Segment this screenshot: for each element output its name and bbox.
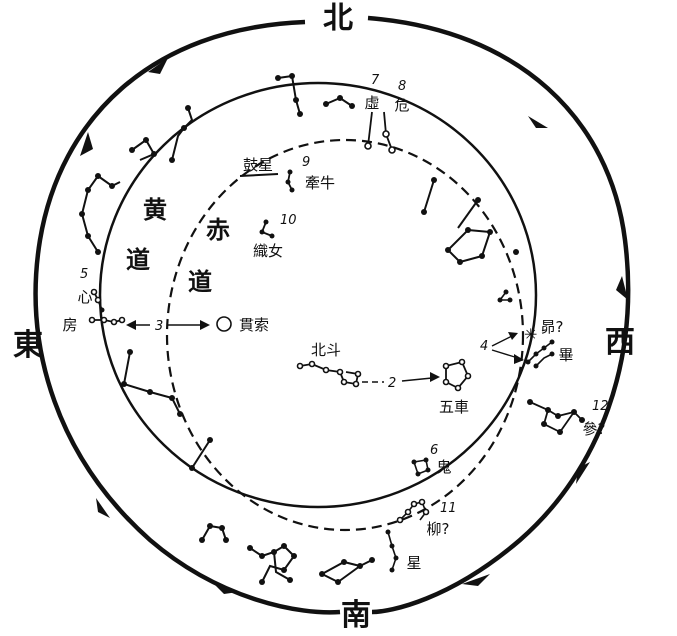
constellation-qianniu [285, 169, 295, 193]
outer-rotation-ring [33, 15, 631, 615]
number-5: 5 [80, 267, 88, 282]
rotation-arrow-icon [80, 58, 628, 594]
constellation-xin [90, 288, 105, 313]
label-guansuo: 貫索 [239, 316, 269, 334]
constellation-wuche [442, 358, 472, 392]
number-6: 6 [430, 443, 438, 458]
constellation-gui [411, 457, 431, 477]
number-8: 8 [398, 79, 406, 94]
label-shen: 參? [583, 420, 606, 438]
number-2: 2 [388, 376, 396, 391]
ecliptic-circle [98, 81, 538, 509]
label-gui: 鬼 [436, 458, 451, 476]
label-mao: 昴? [541, 318, 564, 336]
svg-text:✳: ✳ [524, 325, 537, 344]
constellation-guansuo [216, 316, 232, 332]
constellation-beidou [296, 360, 362, 388]
direction-south: 南 [341, 598, 371, 633]
ecliptic-label-1: 黄 [143, 196, 167, 224]
constellation-upper-left [79, 105, 194, 255]
label-hegu: 鼓星 [243, 156, 273, 174]
label-wuche: 五車 [439, 398, 469, 416]
constellation-fang [88, 316, 126, 326]
direction-west: 西 [605, 325, 635, 360]
label-xu: 虛 [364, 94, 379, 112]
label-liu: 柳? [427, 520, 450, 538]
number-10: 10 [280, 213, 297, 228]
label-xing: 星 [406, 554, 421, 572]
number-12: 12 [592, 399, 609, 414]
number-11: 11 [440, 501, 457, 516]
label-xin: 心 [77, 288, 92, 306]
label-beidou: 北斗 [311, 341, 341, 359]
constellation-liu [396, 498, 430, 524]
number-7: 7 [371, 73, 380, 88]
label-bi: 畢 [558, 346, 573, 364]
label-qianniu: 牽牛 [305, 174, 335, 192]
constellation-mao: ✳ [524, 325, 537, 344]
constellation-right-upper [421, 177, 519, 303]
constellation-lower-middle [199, 523, 375, 585]
label-fang: 房 [62, 316, 77, 334]
constellation-xu-wei [364, 111, 396, 154]
label-wei: 危 [394, 96, 409, 114]
number-9: 9 [302, 155, 310, 170]
label-zhinu: 織女 [253, 242, 283, 260]
direction-east: 東 [13, 328, 43, 363]
constellation-lower-left [121, 349, 213, 471]
constellation-bi [525, 339, 555, 369]
number-4: 4 [480, 339, 488, 354]
equator-label-2: 道 [188, 268, 212, 296]
ecliptic-label-2: 道 [126, 246, 150, 274]
constellation-zhinu [259, 219, 275, 239]
direction-north: 北 [323, 1, 353, 36]
number-3: 3 [155, 319, 163, 334]
constellation-shen [527, 399, 585, 435]
constellation-xing [385, 529, 399, 573]
constellation-top-left [275, 73, 355, 117]
equator-label-1: 赤 [206, 216, 230, 244]
equator-circle [165, 138, 525, 532]
